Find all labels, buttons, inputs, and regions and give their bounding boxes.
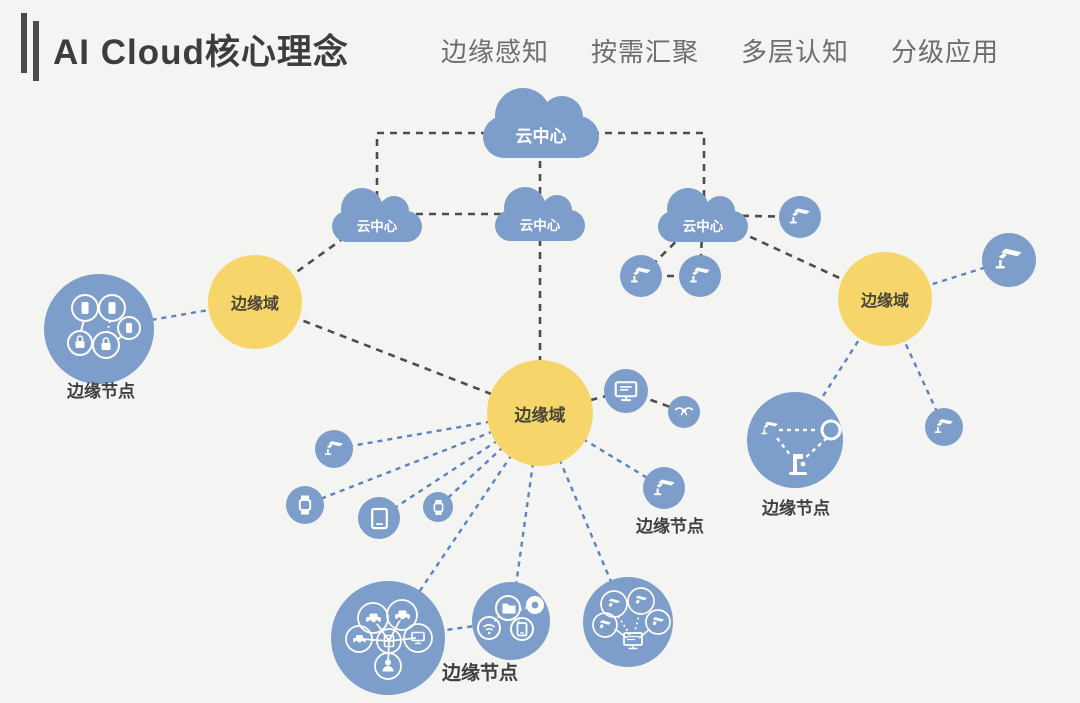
cloud-center-left: 云中心 — [332, 188, 422, 242]
wifi-icon — [482, 623, 496, 635]
cctv-camera-icon — [653, 479, 675, 495]
monitor-icon — [623, 632, 643, 650]
cloud-label: 云中心 — [515, 127, 567, 146]
edge-node-cluster-left — [44, 274, 154, 384]
hub-device-icon — [383, 634, 395, 648]
car-wheel-icon — [354, 617, 408, 645]
watch-node — [423, 492, 453, 522]
link-domaincenter-cluster-cameras — [538, 412, 630, 623]
monitor-icon — [614, 381, 638, 402]
smartwatch-icon — [298, 495, 312, 515]
keyword-multilayer-cognition: 多层认知 — [741, 37, 850, 67]
lock-icon — [75, 335, 111, 350]
edge-domain-center: 边缘域 — [487, 360, 593, 466]
cctv-camera-icon — [934, 419, 953, 433]
edge-node-right — [747, 392, 843, 488]
monitor-icon — [411, 631, 425, 645]
edge-domain-right: 边缘域 — [838, 252, 932, 346]
cctv-camera-icon — [599, 595, 664, 629]
cloud-base — [495, 210, 585, 241]
camera-node-west — [315, 430, 353, 468]
camera-node-mid-right — [925, 408, 963, 446]
concept-keywords: 边缘感知 按需汇聚 多层认知 分级应用 — [441, 32, 999, 69]
cloud-label: 云中心 — [682, 219, 724, 234]
edge-domain-left: 边缘域 — [208, 255, 302, 349]
link-domainright-nodebig — [793, 298, 887, 441]
person-icon — [382, 659, 394, 672]
smartwatch-icon — [433, 499, 443, 515]
cloud-label: 云中心 — [519, 218, 561, 233]
cctv-camera-icon — [995, 248, 1022, 269]
cctv-camera-icon — [761, 421, 778, 435]
cloud-base — [332, 211, 422, 242]
device-network-graphic — [761, 419, 842, 475]
tablet-node — [358, 497, 400, 539]
cloud-center-middle: 云中心 — [495, 187, 585, 241]
phone-icon — [81, 302, 132, 333]
page-title: AI Cloud核心理念 — [53, 33, 349, 72]
cloud-center-right: 云中心 — [658, 188, 748, 242]
camera-node-c — [779, 196, 821, 238]
cloud-base — [483, 116, 599, 158]
link-cloudright-camera-b — [698, 214, 705, 277]
ring-icon — [820, 419, 842, 441]
camera-node-southeast — [643, 467, 685, 509]
drone-node — [668, 396, 700, 428]
cctv-camera-icon — [630, 267, 651, 283]
monitor-node — [604, 369, 648, 413]
cctv-camera-icon — [324, 441, 343, 455]
camera-node-top-right — [982, 233, 1036, 287]
edge-node-cluster-vehicles — [331, 581, 445, 695]
terminal-icon — [789, 454, 807, 475]
cloud-center-top: 云中心 — [483, 88, 599, 158]
device-network-graphic — [477, 595, 544, 641]
folder-icon — [502, 603, 516, 614]
edge-node-label-southeast: 边缘节点 — [636, 517, 704, 536]
link-monitor-drone — [625, 389, 685, 414]
cloud-base — [658, 211, 748, 242]
device-network-graphic — [345, 599, 433, 680]
cctv-camera-icon — [789, 208, 810, 224]
tablet-icon — [516, 622, 528, 637]
edge-node-cluster-devices — [472, 582, 550, 660]
camera-node-b — [679, 255, 721, 297]
title-accent-bar — [21, 13, 27, 73]
keyword-on-demand-aggregation: 按需汇聚 — [591, 37, 700, 67]
edge-node-cluster-cameras — [583, 577, 673, 667]
device-network-graphic — [67, 294, 141, 359]
camera-node-a — [620, 255, 662, 297]
device-network-graphic — [592, 587, 671, 650]
edge-node-label-left: 边缘节点 — [67, 382, 135, 401]
keyword-tiered-application: 分级应用 — [891, 37, 1000, 67]
drone-icon — [674, 407, 694, 416]
edge-node-label-right: 边缘节点 — [762, 499, 830, 518]
edge-node-label-bottom: 边缘节点 — [441, 663, 519, 684]
smartwatch-node — [286, 486, 324, 524]
title-accent-bar — [33, 21, 39, 81]
keyword-edge-perception: 边缘感知 — [441, 37, 550, 67]
cctv-camera-icon — [689, 267, 710, 283]
tablet-icon — [370, 507, 388, 529]
cloud-label: 云中心 — [356, 219, 398, 234]
